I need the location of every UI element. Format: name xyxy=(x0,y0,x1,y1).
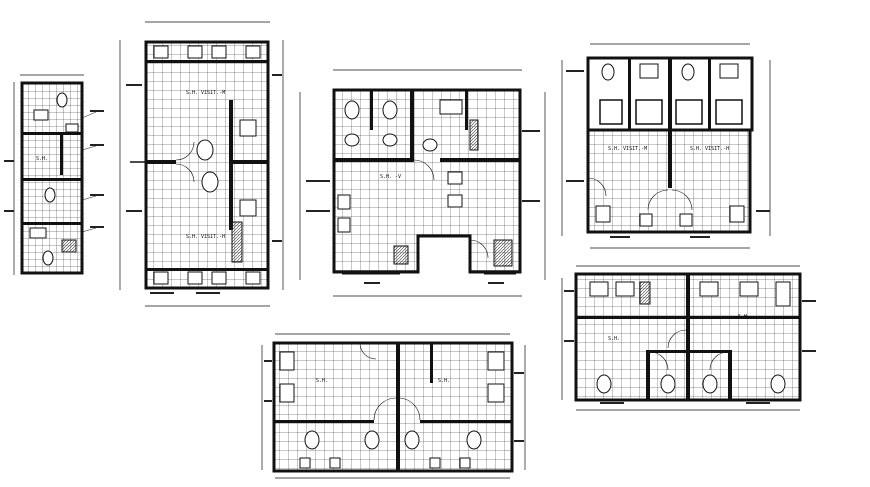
plan-b-label-bottom: S.H. VISIT.-H xyxy=(186,234,225,240)
plan-e-label-right: S.H. xyxy=(438,378,450,384)
plan-f-label-left: S.H. xyxy=(608,336,620,342)
plan-f-label-right: S.H. xyxy=(738,314,750,320)
plan-e: S.H. S.H. xyxy=(261,333,526,479)
plan-a: S.H. xyxy=(4,74,104,275)
plan-b-label-top: S.H. VISIT.-M xyxy=(186,90,225,96)
plan-c-label: S.H. -V xyxy=(380,174,401,180)
plan-b: S.H. VISIT.-M S.H. VISIT.-H xyxy=(119,21,284,307)
plan-c: S.H. -V xyxy=(299,69,546,297)
plan-a-label: S.H. xyxy=(36,156,48,162)
plan-d: S.H. VISIT.-M S.H. VISIT.-H xyxy=(561,43,771,249)
plan-f: S.H. S.H. xyxy=(561,265,816,411)
plan-d-label-left: S.H. VISIT.-M xyxy=(608,146,647,152)
plan-e-label-left: S.H. xyxy=(316,378,328,384)
plan-d-label-right: S.H. VISIT.-H xyxy=(690,146,729,152)
